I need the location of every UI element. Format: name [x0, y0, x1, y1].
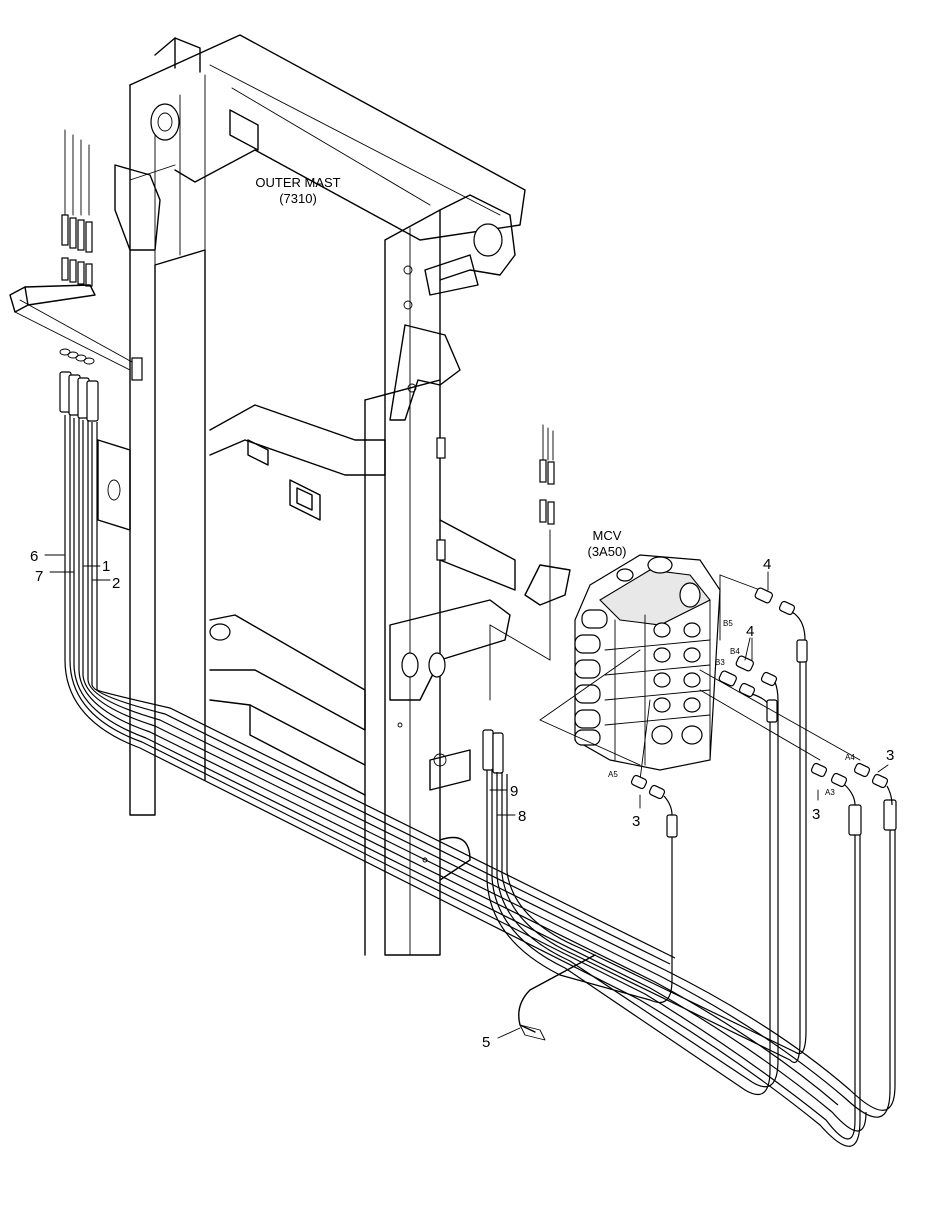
mcv-title: MCV: [593, 528, 622, 543]
outer-mast: [97, 34, 526, 956]
diagram-labels: OUTER MAST (7310) MCV (3A50) 1 2 6 7 9 8…: [30, 175, 894, 1051]
left-pivot-boss: [150, 103, 180, 141]
mcv-code: (3A50): [587, 544, 626, 559]
callout-2: 2: [112, 575, 120, 592]
mcv-valve-block: [539, 554, 761, 771]
center-hose-bracket: [524, 564, 571, 606]
left-hose-fittings: [9, 129, 133, 422]
port-fittings: [630, 587, 893, 838]
callout-9: 9: [510, 783, 518, 800]
callout-4-top: 4: [763, 556, 771, 573]
port-label-b3: B3: [715, 658, 725, 667]
callout-4-mid: 4: [746, 623, 754, 640]
callout-3-a5: 3: [632, 813, 640, 830]
callout-8: 8: [518, 808, 526, 825]
callout-7: 7: [35, 568, 43, 585]
callout-5: 5: [482, 1034, 490, 1051]
outer-mast-title: OUTER MAST: [255, 175, 340, 190]
callout-3-right: 3: [886, 747, 894, 764]
mast-right-upright: [384, 209, 441, 956]
port-label-a3: A3: [825, 788, 835, 797]
port-label-b4: B4: [730, 647, 740, 656]
port-label-a5: A5: [608, 770, 618, 779]
center-hoses: [482, 424, 807, 1095]
mast-left-upright: [129, 84, 206, 816]
port-label-a4: A4: [845, 753, 855, 762]
port-label-b5: B5: [723, 619, 733, 628]
callout-3-a3: 3: [812, 806, 820, 823]
callout-6: 6: [30, 548, 38, 565]
hose-clamp: [518, 954, 596, 1033]
callout-1: 1: [102, 558, 110, 575]
left-hose-bracket: [9, 286, 29, 313]
long-hoses: [64, 415, 897, 1147]
mast-top-crossbeam: [129, 34, 526, 241]
outer-mast-code: (7310): [279, 191, 317, 206]
